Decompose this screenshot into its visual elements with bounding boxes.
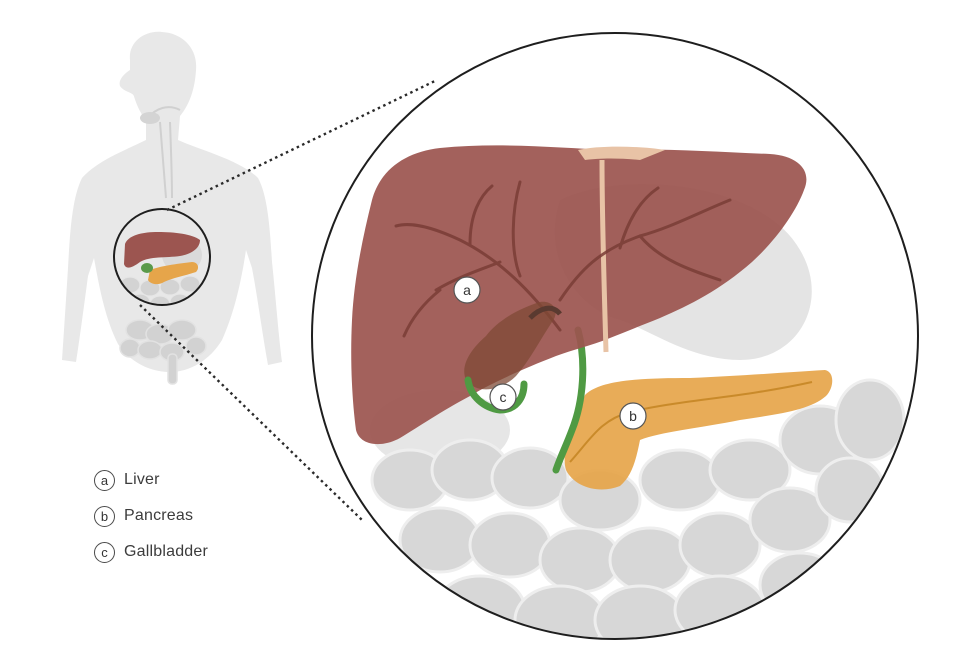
legend-label-pancreas: Pancreas [124, 507, 194, 524]
legend-item-gallbladder: c Gallbladder [94, 540, 208, 564]
legend: a Liver b Pancreas c Gallbladder [94, 468, 208, 576]
small-gallbladder [141, 263, 153, 273]
callout-liver: a [453, 276, 481, 304]
legend-badge-c: c [94, 541, 115, 563]
gallbladder-shape [464, 301, 556, 390]
liver-vessels [394, 180, 732, 338]
magnified-organs [351, 145, 906, 639]
legend-badge-b: b [94, 505, 115, 527]
small-circle-content [114, 209, 210, 305]
legend-item-pancreas: b Pancreas [94, 504, 208, 528]
falciform-ligament [578, 146, 665, 160]
pancreas-shape [564, 370, 833, 490]
callout-liver-letter: a [463, 282, 471, 298]
callout-pancreas: b [619, 402, 647, 430]
connector-line-top [166, 78, 438, 212]
legend-item-liver: a Liver [94, 468, 208, 492]
legend-label-liver: Liver [124, 471, 160, 488]
small-pancreas [148, 262, 199, 285]
callout-pancreas-letter: b [629, 408, 637, 424]
mouth-cavity-icon [140, 112, 160, 124]
body-intestines [119, 319, 207, 385]
bile-duct [552, 326, 587, 474]
callout-gallbladder: c [489, 383, 517, 411]
legend-badge-a: a [94, 469, 115, 491]
large-magnified-circle [311, 32, 919, 640]
callout-gallbladder-letter: c [500, 389, 507, 405]
small-liver [124, 232, 200, 268]
body-silhouette [62, 31, 282, 372]
legend-label-gallbladder: Gallbladder [124, 543, 209, 560]
small-magnifier-circle [113, 208, 211, 306]
